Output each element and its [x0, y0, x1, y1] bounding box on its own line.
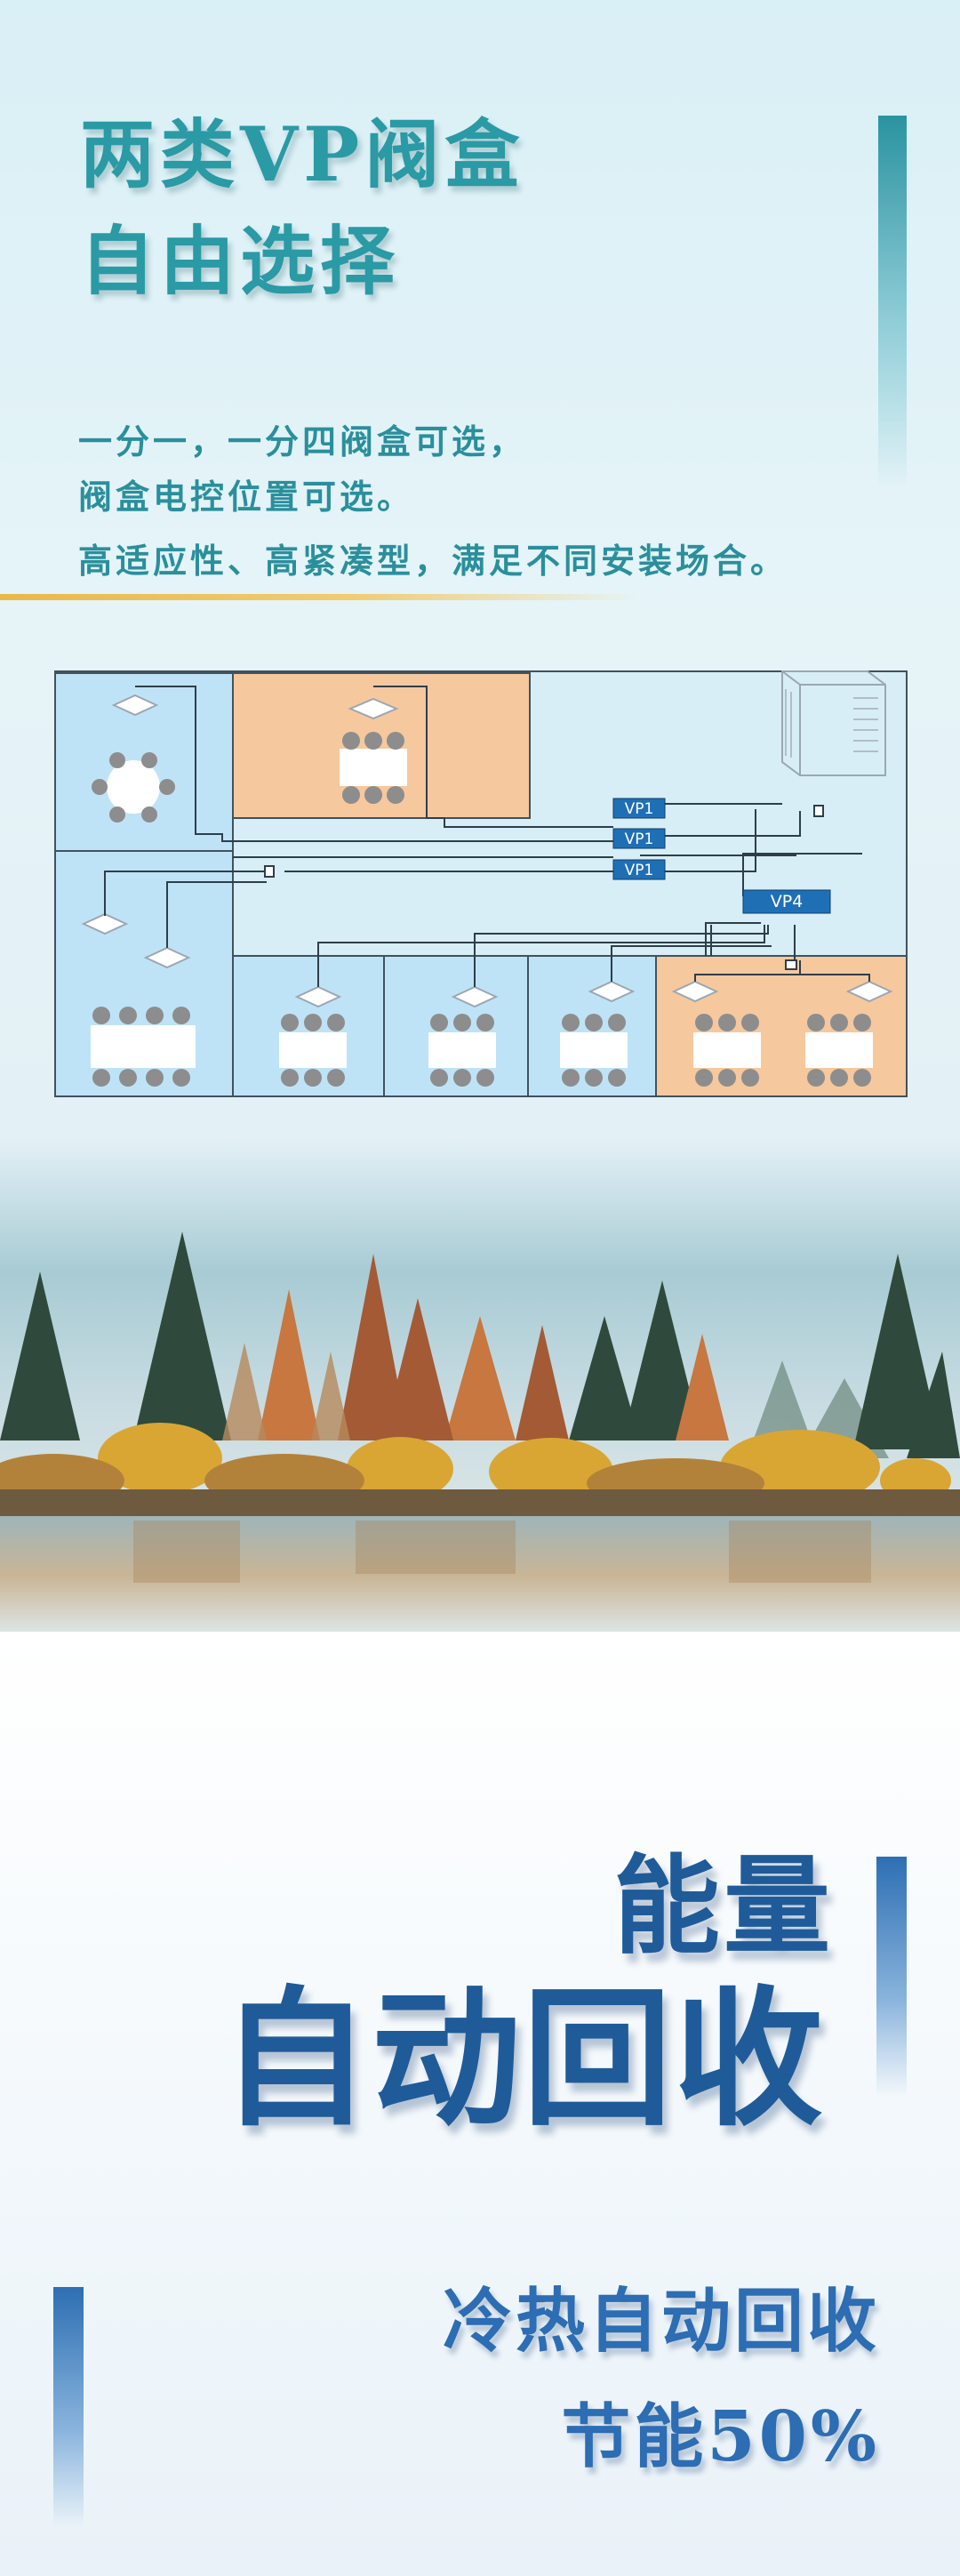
lake-forest-photo: [0, 1138, 960, 1636]
outdoor-unit-icon: [781, 670, 886, 776]
teal-accent-bar: [878, 116, 907, 489]
indoor-units: [81, 694, 893, 1008]
vp1-box-2: VP1: [612, 828, 666, 849]
vp1-label-1: VP1: [625, 800, 654, 818]
blue-accent-bar-left: [53, 2287, 84, 2527]
energy-recovery-section: [0, 1632, 960, 2576]
section-title-line2: 自由选择: [80, 217, 401, 305]
energy-subtitle-line1: 冷热自动回收: [442, 2281, 880, 2362]
description-line2: 阀盒电控位置可选。: [78, 477, 415, 517]
blue-accent-bar-right: [876, 1857, 907, 2097]
energy-heading-line1: 能量: [613, 1845, 834, 1969]
description-line3: 高适应性、高紧凑型，满足不同安装场合。: [78, 541, 788, 581]
round-table-seating: [92, 752, 175, 823]
energy-heading-line2: 自动回收: [220, 1972, 825, 2147]
description-line1: 一分一，一分四阀盒可选，: [78, 421, 527, 461]
section-title-line1: 两类VP阀盒: [80, 110, 525, 198]
vp1-box-1: VP1: [612, 798, 666, 819]
vp1-label-2: VP1: [625, 831, 654, 848]
vp4-label: VP4: [771, 892, 804, 911]
pipe-joints: [264, 805, 824, 970]
floor-plan-diagram: VP1 VP1 VP1 VP4: [54, 670, 908, 1097]
table-seating: [91, 732, 873, 1087]
vp1-box-3: VP1: [612, 859, 666, 880]
gold-divider: [0, 594, 640, 600]
vp4-box: VP4: [742, 889, 831, 914]
refrigerant-piping: [104, 686, 870, 987]
energy-subtitle-line2: 节能50%: [561, 2396, 880, 2477]
vp1-label-3: VP1: [625, 862, 654, 879]
